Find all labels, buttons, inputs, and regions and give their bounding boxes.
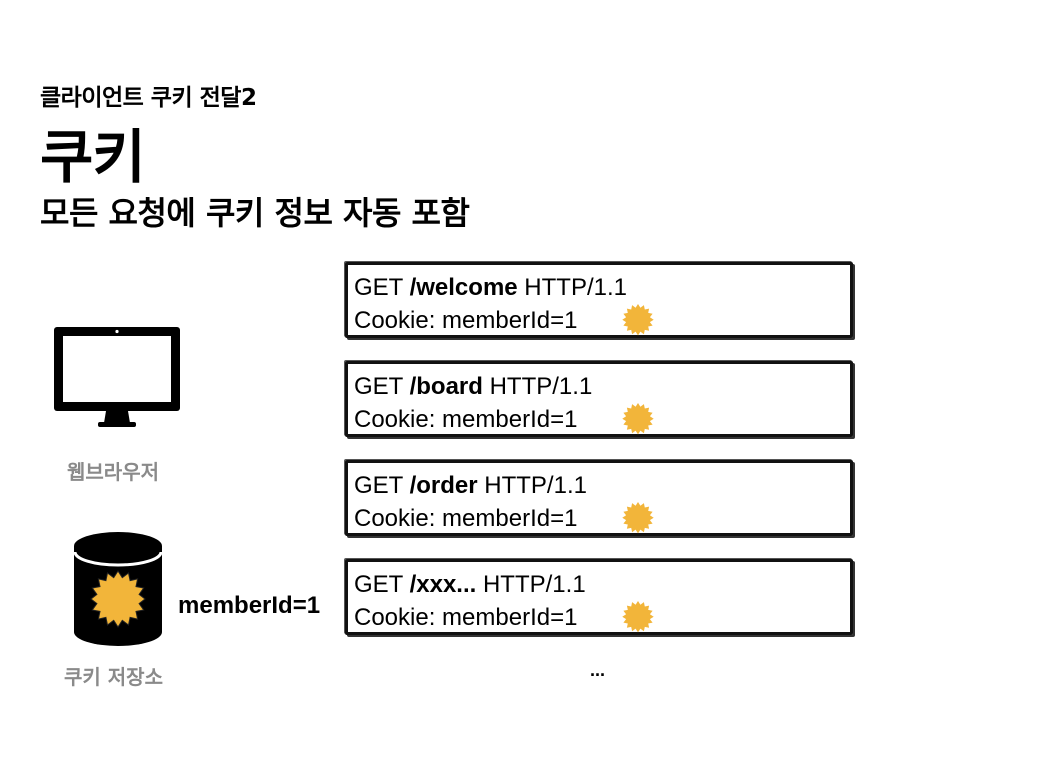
request-box-welcome: GET /welcome HTTP/1.1 Cookie: memberId=1	[345, 262, 853, 338]
request-method: GET	[354, 571, 403, 598]
page-subtitle: 모든 요청에 쿠키 정보 자동 포함	[40, 194, 470, 232]
request-path: /welcome	[409, 274, 518, 301]
section-label: 클라이언트 쿠키 전달2	[40, 85, 257, 111]
cookie-badge-icon	[622, 304, 654, 336]
request-path: /xxx...	[409, 571, 477, 598]
request-cookie-header: Cookie: memberId=1	[354, 406, 578, 433]
cookie-badge-icon	[622, 601, 654, 633]
cookie-badge-icon	[622, 403, 654, 435]
monitor-icon	[54, 327, 180, 427]
cookie-badge-icon	[90, 570, 146, 628]
cookie-badge-icon	[622, 502, 654, 534]
browser-label: 웹브라우저	[67, 460, 159, 484]
request-method: GET	[354, 274, 403, 301]
request-path: /order	[409, 472, 478, 499]
stored-cookie-value: memberId=1	[178, 592, 321, 619]
request-protocol: HTTP/1.1	[484, 472, 587, 499]
database-icon	[73, 532, 163, 646]
request-path: /board	[409, 373, 483, 400]
request-box-board: GET /board HTTP/1.1 Cookie: memberId=1	[345, 361, 853, 437]
continuation-ellipsis: ...	[590, 660, 606, 680]
request-protocol: HTTP/1.1	[489, 373, 593, 400]
request-cookie-header: Cookie: memberId=1	[354, 307, 578, 334]
page-title: 쿠키	[40, 123, 146, 191]
request-protocol: HTTP/1.1	[482, 571, 586, 598]
request-cookie-header: Cookie: memberId=1	[354, 604, 578, 631]
request-box-xxx: GET /xxx... HTTP/1.1 Cookie: memberId=1	[345, 559, 853, 635]
request-box-order: GET /order HTTP/1.1 Cookie: memberId=1	[345, 460, 853, 536]
request-method: GET	[354, 472, 403, 499]
request-protocol: HTTP/1.1	[524, 274, 627, 301]
cookie-storage-label: 쿠키 저장소	[64, 665, 163, 689]
request-cookie-header: Cookie: memberId=1	[354, 505, 578, 532]
request-method: GET	[354, 373, 403, 400]
